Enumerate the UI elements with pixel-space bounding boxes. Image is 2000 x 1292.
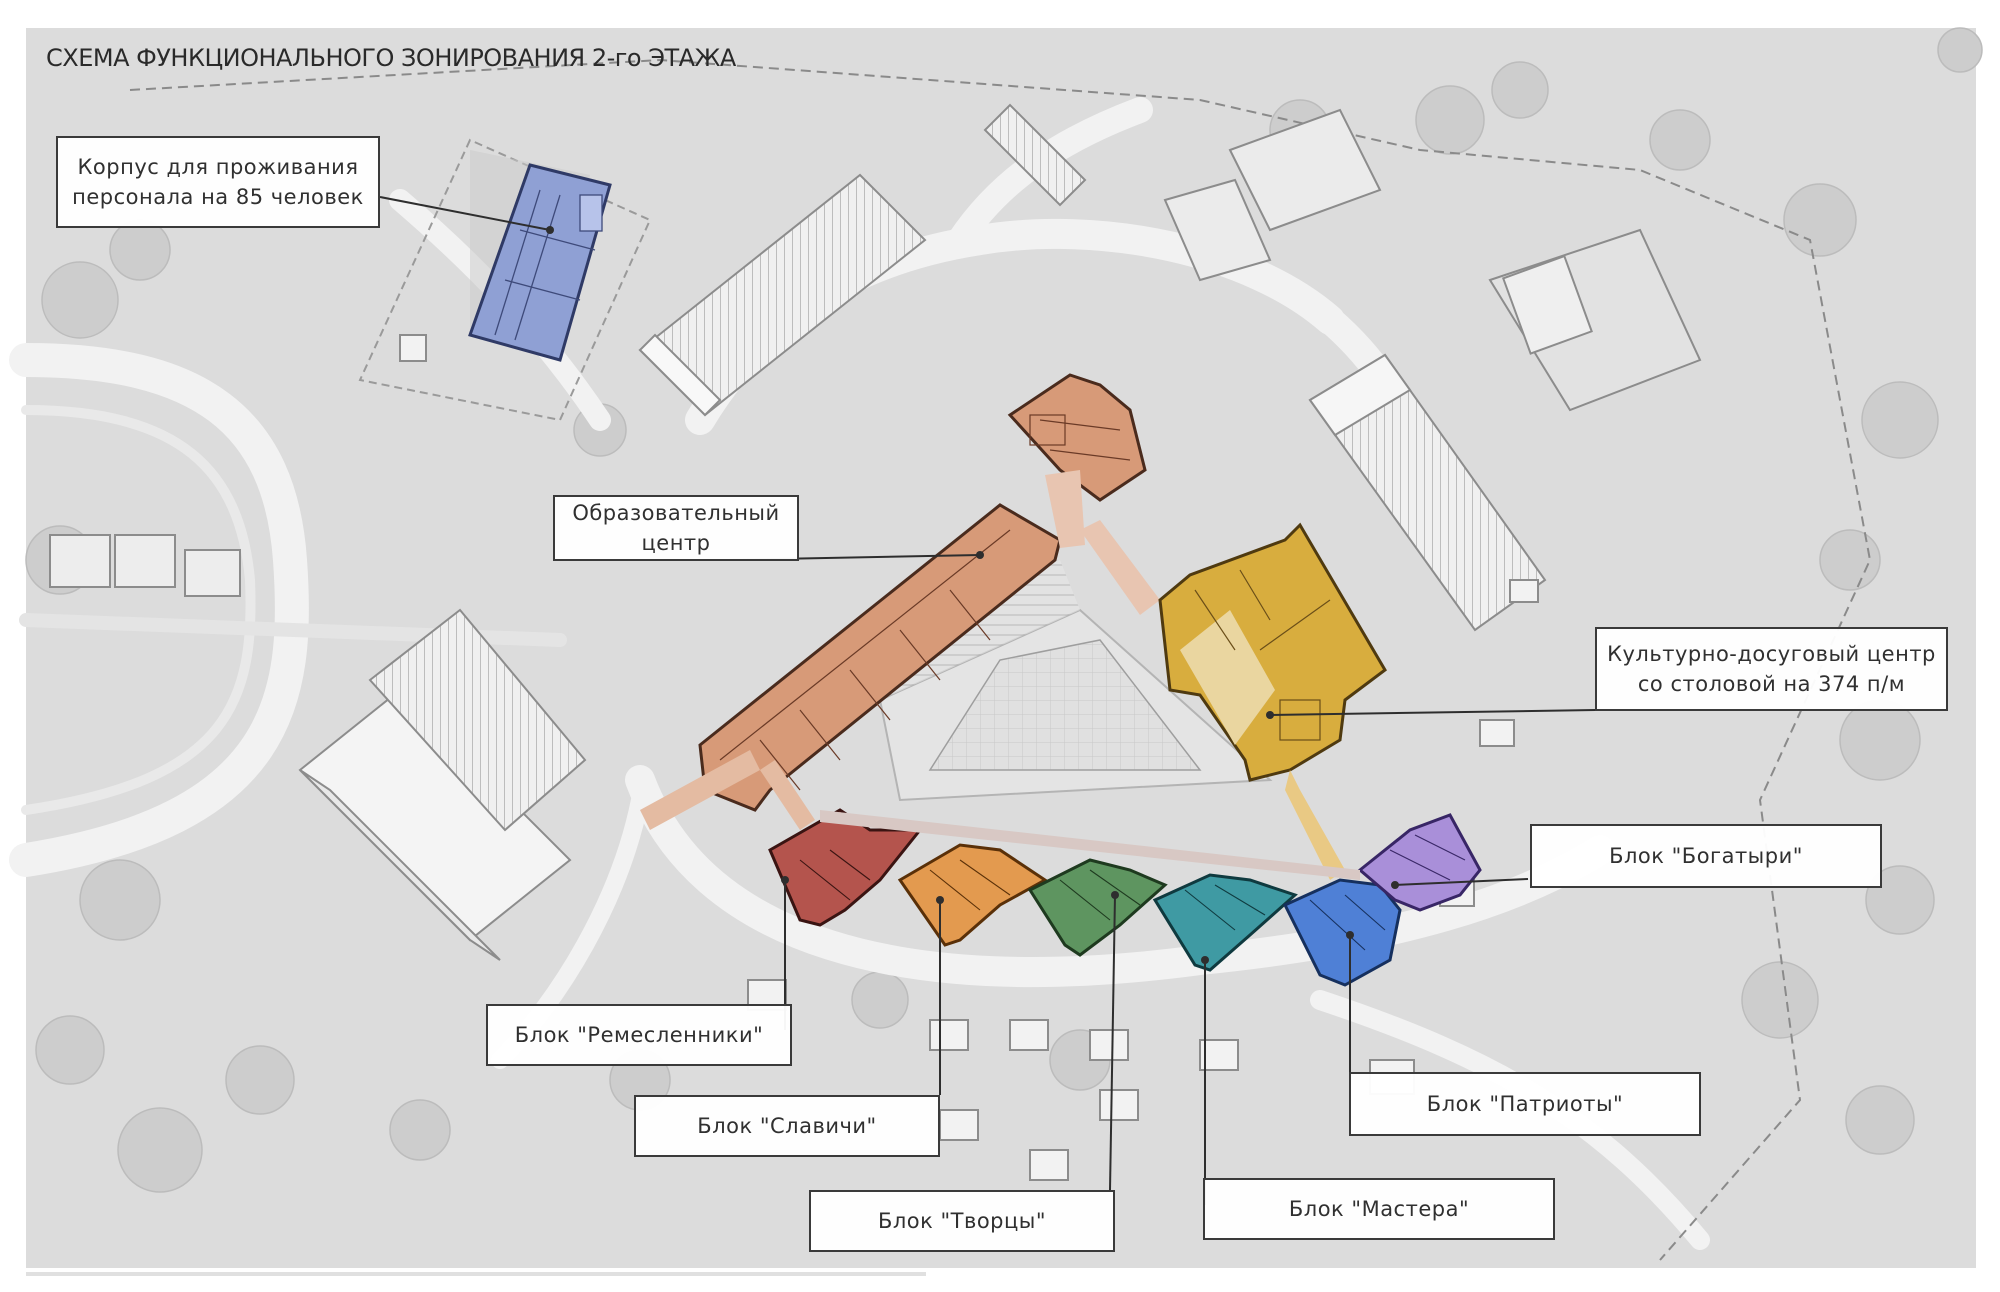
callout-block-mastera-label: Блок "Мастера" (1288, 1197, 1470, 1221)
callout-block-remeslenniki-label: Блок "Ремесленники" (514, 1023, 764, 1047)
callout-block-patrioty: Блок "Патриоты" (1349, 1072, 1701, 1136)
leader-dots (546, 226, 1399, 964)
callout-staff-housing: Корпус для проживания персонала на 85 чел… (56, 136, 380, 228)
callout-staff-housing-line2: персонала на 85 человек (72, 185, 364, 209)
callout-block-tvortsy: Блок "Творцы" (809, 1190, 1115, 1252)
education-center-building (640, 373, 1160, 830)
plan-title: СХЕМА ФУНКЦИОНАЛЬНОГО ЗОНИРОВАНИЯ 2-го Э… (46, 44, 736, 72)
callout-block-remeslenniki: Блок "Ремесленники" (486, 1004, 792, 1066)
callout-education-center-line1: Образовательный (572, 501, 780, 525)
callout-block-bogatyri: Блок "Богатыри" (1530, 824, 1882, 888)
callout-culture-center-line2: со столовой на 374 п/м (1637, 672, 1906, 696)
callout-culture-center: Культурно-досуговый центр со столовой на … (1595, 627, 1948, 711)
existing-buildings (49, 103, 1702, 1181)
tree-canopy (25, 27, 1983, 1193)
callout-block-patrioty-label: Блок "Патриоты" (1426, 1092, 1624, 1116)
callout-block-mastera: Блок "Мастера" (1203, 1178, 1555, 1240)
culture-center-building (1158, 522, 1387, 880)
callout-culture-center-line1: Культурно-досуговый центр (1607, 642, 1936, 666)
callout-education-center: Образовательный центр (553, 495, 799, 561)
site-boundary (129, 58, 1872, 1261)
residential-blocks (768, 808, 1482, 987)
callout-block-bogatyri-label: Блок "Богатыри" (1609, 844, 1803, 868)
callout-block-slavichi-label: Блок "Славичи" (697, 1114, 877, 1138)
callout-block-slavichi: Блок "Славичи" (634, 1095, 940, 1157)
callout-education-center-line2: центр (641, 531, 711, 555)
callout-staff-housing-line1: Корпус для проживания (77, 155, 359, 179)
staff-housing-building (468, 150, 612, 362)
callout-block-tvortsy-label: Блок "Творцы" (877, 1209, 1047, 1233)
